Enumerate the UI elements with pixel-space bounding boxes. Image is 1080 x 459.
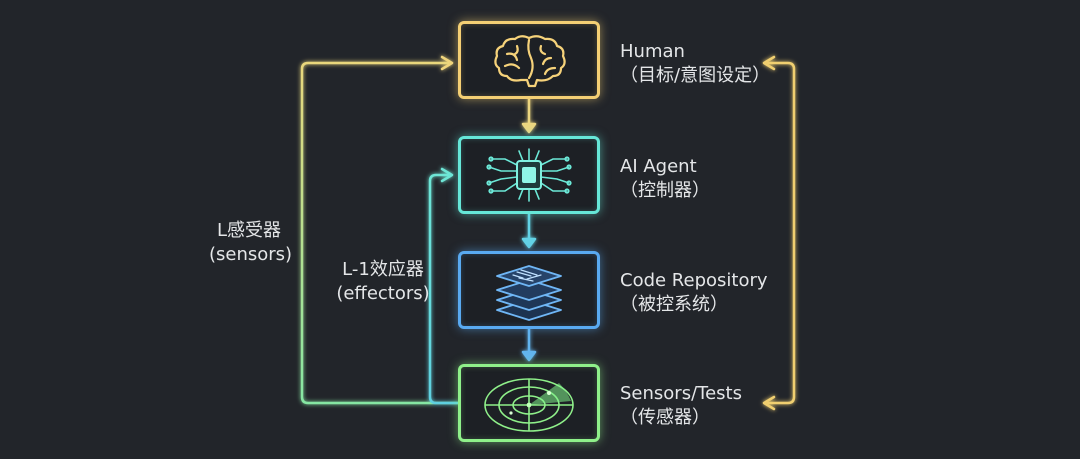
effectors-loop-line2: (effectors) [336, 283, 430, 304]
agent-label: AI Agent （控制器） [620, 155, 710, 203]
effectors-loop-label: L-1效应器 (effectors) [336, 258, 430, 306]
sensors-loop-line2: (sensors) [209, 244, 293, 265]
inner-feedback-line [428, 173, 460, 405]
right-bidirectional-line [766, 61, 796, 405]
agent-node [458, 136, 600, 214]
sensors-loop-label: L感受器 (sensors) [209, 219, 293, 267]
repository-node [458, 251, 600, 329]
human-node [458, 21, 600, 99]
sensor-node [458, 364, 600, 442]
brain-icon [494, 35, 566, 88]
effectors-loop-line1: L-1效应器 [342, 259, 424, 280]
repository-title: Code Repository [620, 270, 768, 291]
human-label: Human （目标/意图设定） [620, 40, 770, 88]
human-title: Human [620, 41, 685, 62]
agent-title: AI Agent [620, 156, 697, 177]
repository-label: Code Repository （被控系统） [620, 269, 768, 317]
sensor-label: Sensors/Tests （传感器） [620, 382, 742, 430]
agent-subtitle: （控制器） [620, 180, 710, 201]
repository-subtitle: （被控系统） [620, 294, 728, 315]
sensor-subtitle: （传感器） [620, 407, 710, 428]
outer-feedback-line [300, 61, 460, 405]
human-subtitle: （目标/意图设定） [620, 65, 771, 86]
sensors-loop-line1: L感受器 [216, 220, 282, 241]
chip-icon [486, 148, 572, 202]
layers-icon [496, 265, 562, 321]
radar-icon [484, 378, 574, 432]
sensor-title: Sensors/Tests [620, 383, 742, 404]
